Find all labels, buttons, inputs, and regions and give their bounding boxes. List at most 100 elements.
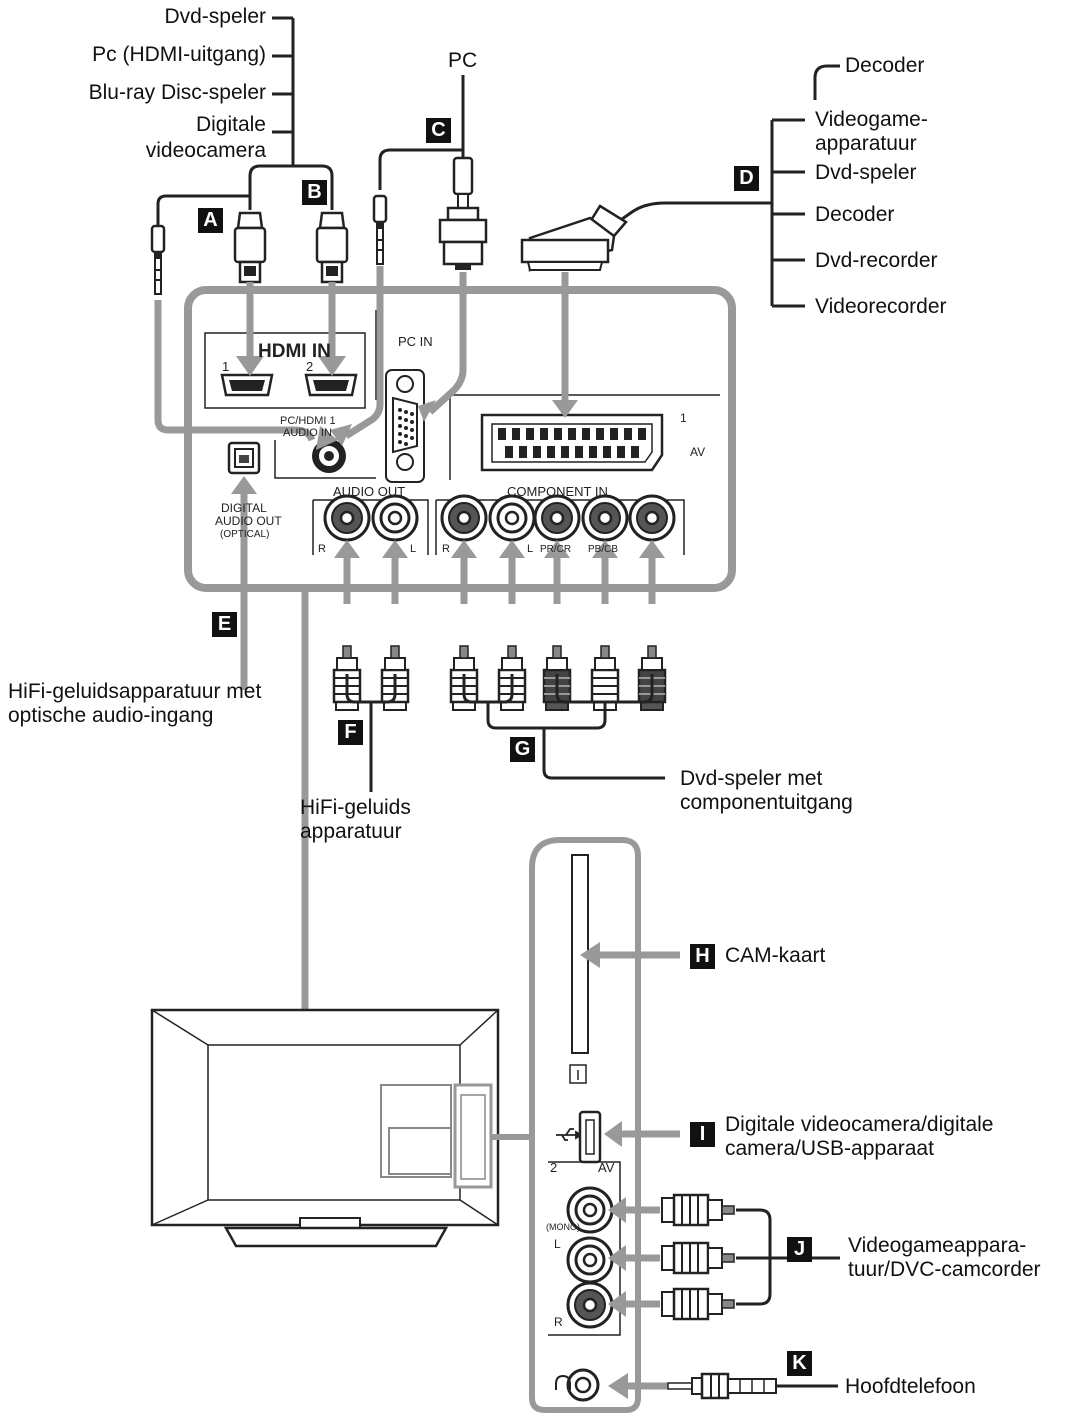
badge-g: G (510, 737, 535, 762)
label-f-2: apparatuur (300, 820, 402, 843)
comp-l-label: L (527, 543, 533, 555)
source-d-videorecorder: Videorecorder (815, 295, 947, 318)
pc-hdmi-audio-label-1: PC/HDMI 1 (280, 415, 336, 427)
label-i-2: camera/USB-apparaat (725, 1137, 934, 1160)
usb-icon (556, 1128, 583, 1141)
badge-k: K (787, 1351, 812, 1376)
rca-cables-fg (334, 540, 665, 604)
digital-label-2: AUDIO OUT (215, 514, 282, 528)
source-bluray: Blu-ray Disc-speler (88, 81, 266, 104)
minijack-plug-c (372, 194, 388, 266)
digital-label-3: (OPTICAL) (220, 529, 269, 540)
label-g-2: componentuitgang (680, 791, 853, 814)
badge-c: C (426, 118, 451, 143)
comp-pb-label: PB/CB (588, 544, 618, 555)
source-bracket-ab (156, 16, 334, 225)
label-j-1: Videogameappara- (848, 1234, 1027, 1257)
pc-hdmi-audio-label-2: AUDIO IN (283, 427, 332, 439)
hdmi-port-2 (304, 373, 358, 397)
comp-pr-label: PR/CR (540, 544, 571, 555)
audio-out-r-jack (323, 494, 371, 542)
badge-i: I (690, 1122, 715, 1147)
audio-out-l-label: L (410, 543, 416, 555)
cam-slot-icon (569, 1064, 587, 1084)
component-audio-l-jack (488, 494, 536, 542)
optical-cable-e (231, 476, 257, 690)
av2-num-label: 2 (550, 1160, 557, 1175)
rca-side-plug-video (660, 1193, 736, 1227)
vga-plug (438, 156, 488, 270)
badge-j: J (787, 1237, 812, 1262)
source-bracket-d (614, 64, 840, 308)
cable-brackets-fg (345, 674, 665, 792)
source-digital-camera-2: videocamera (145, 139, 266, 162)
av2-label: AV (598, 1160, 615, 1175)
minijack-plug-a (150, 224, 166, 296)
rca-side-plug-l (660, 1241, 736, 1275)
scart-num-label: 1 (680, 411, 687, 425)
rca-plug-g-pb (590, 644, 620, 712)
tv-rear (150, 1008, 500, 1248)
label-j-2: tuur/DVC-camcorder (848, 1258, 1041, 1281)
badge-f: F (338, 720, 363, 745)
source-d-dvd-recorder: Dvd-recorder (815, 249, 938, 272)
label-e-1: HiFi-geluidsapparatuur met (8, 680, 262, 703)
headphone-jack (566, 1368, 600, 1402)
badge-h: H (690, 944, 715, 969)
comp-r-label: R (442, 543, 450, 555)
component-y-jack (628, 494, 676, 542)
side-arrows (580, 942, 680, 1399)
hdmi-port-1 (220, 373, 274, 397)
pc-label: PC (448, 49, 478, 72)
badge-a: A (198, 208, 223, 233)
scart-plug (520, 204, 628, 272)
label-k: Hoofdtelefoon (845, 1375, 976, 1398)
pc-in-label: PC IN (398, 334, 433, 349)
headphone-icon (555, 1374, 571, 1390)
digital-label-1: DIGITAL (221, 501, 267, 515)
usb-port (578, 1110, 602, 1164)
side-l-label: L (554, 1237, 561, 1251)
source-d-decoder-2: Decoder (815, 203, 895, 226)
component-audio-r-jack (440, 494, 488, 542)
source-d-decoder-1: Decoder (845, 54, 925, 77)
component-pb-jack (581, 494, 629, 542)
source-d-videogame-1: Videogame- (815, 108, 928, 131)
connection-arrows-top (154, 266, 569, 442)
pc-cable-c (378, 75, 465, 190)
label-h: CAM-kaart (725, 944, 826, 967)
audio-out-r-label: R (318, 543, 326, 555)
badge-d: D (734, 166, 759, 191)
source-dvd-player: Dvd-speler (164, 5, 266, 28)
hdmi-1-label: 1 (222, 359, 229, 374)
hdmi-in-label: HDMI IN (258, 341, 331, 362)
hdmi-plug-1 (233, 211, 267, 284)
arrow-heads-top (236, 356, 578, 450)
component-pr-jack (533, 494, 581, 542)
headphone-plug-k (667, 1372, 777, 1400)
source-d-dvd-player: Dvd-speler (815, 161, 917, 184)
component-in-label: COMPONENT IN (507, 484, 608, 499)
av2-audio-l-jack (566, 1236, 614, 1284)
av2-audio-r-jack (566, 1281, 614, 1329)
label-e-2: optische audio-ingang (8, 704, 214, 727)
label-f-1: HiFi-geluids (300, 796, 411, 819)
badge-b: B (302, 180, 327, 205)
audio-out-label: AUDIO OUT (333, 484, 405, 499)
side-r-label: R (554, 1315, 563, 1329)
source-digital-camera-1: Digitale (195, 113, 266, 136)
source-pc-hdmi: Pc (HDMI-uitgang) (92, 43, 266, 66)
optical-port (227, 441, 261, 475)
source-d-videogame-2: apparatuur (815, 132, 917, 155)
audio-out-l-jack (371, 494, 419, 542)
hdmi-2-label: 2 (306, 359, 313, 374)
scart-av-label: AV (690, 445, 705, 459)
mono-label: (MONO) (546, 1222, 580, 1232)
label-g-1: Dvd-speler met (680, 767, 823, 790)
hdmi-plug-2 (315, 211, 349, 284)
scart-port (480, 413, 664, 472)
label-i-1: Digitale videocamera/digitale (725, 1113, 994, 1136)
rca-side-plug-r (660, 1287, 736, 1321)
panel-labels: HDMI IN 1 2 PC IN PC/HDMI 1 AUDIO IN 1 A… (215, 334, 705, 1329)
